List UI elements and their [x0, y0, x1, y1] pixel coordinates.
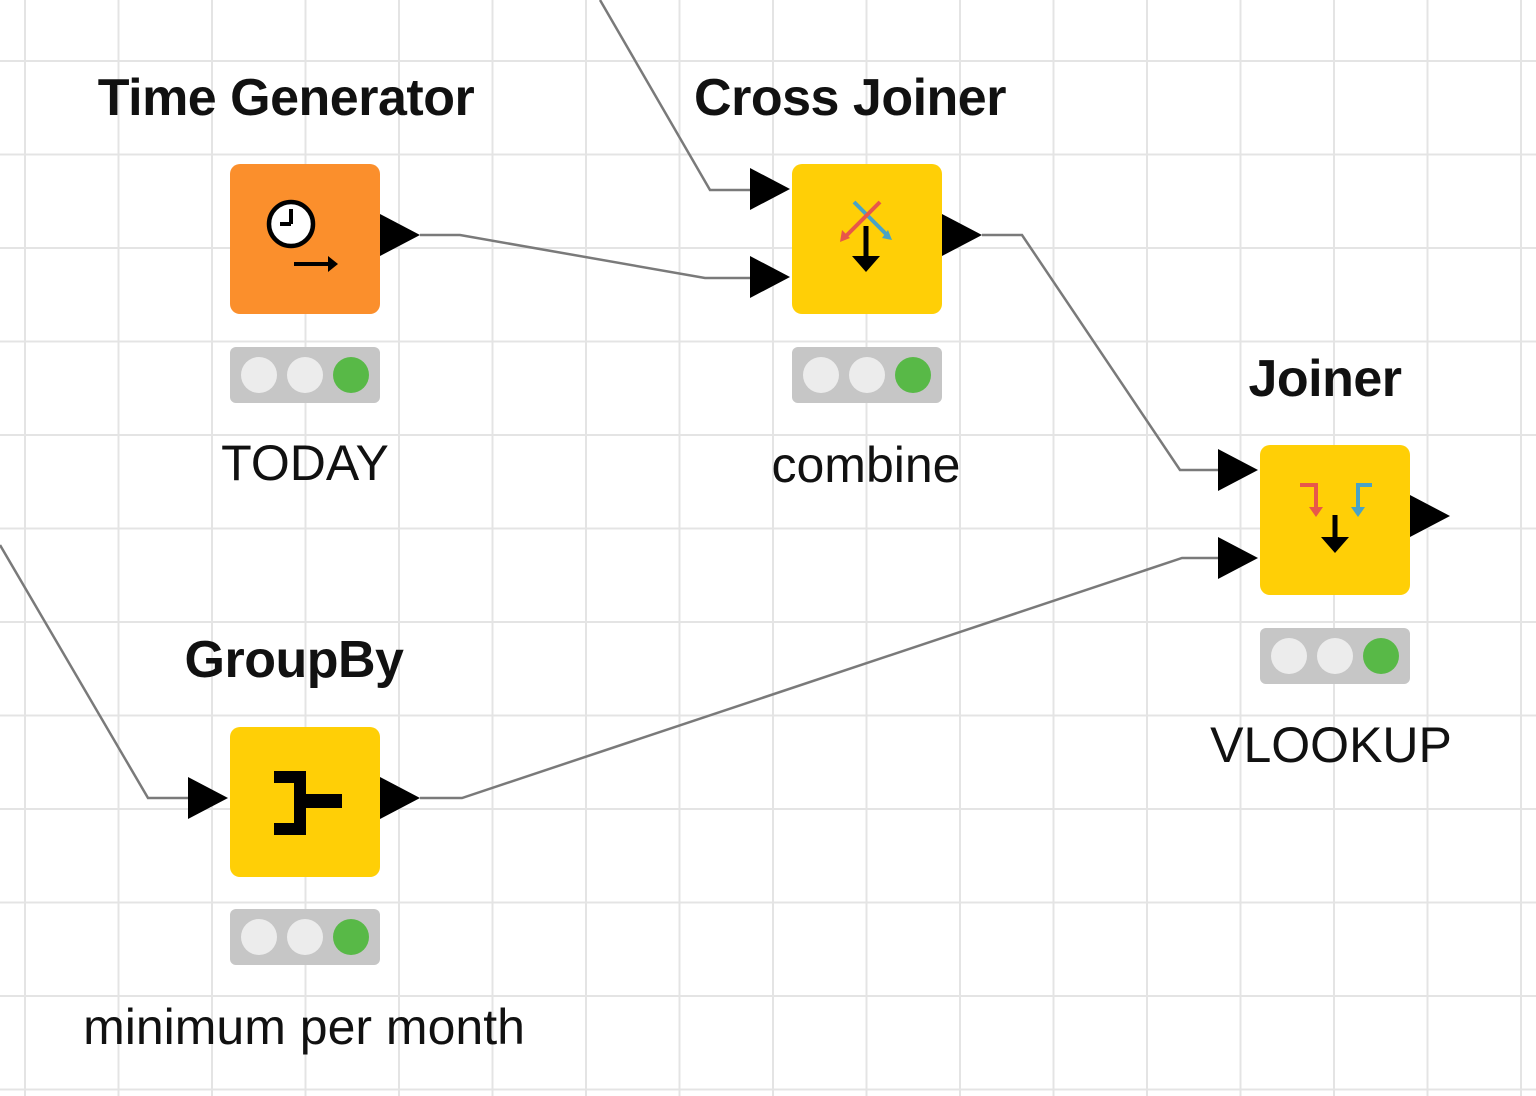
status-light-idle — [241, 919, 277, 955]
input-port-1[interactable] — [1218, 449, 1258, 491]
output-port[interactable] — [380, 214, 420, 256]
output-port[interactable] — [942, 214, 982, 256]
output-port[interactable] — [1410, 495, 1450, 537]
output-port[interactable] — [380, 777, 420, 819]
input-port-1[interactable] — [750, 168, 790, 210]
node-box-groupby[interactable] — [230, 727, 380, 877]
node-title: Joiner — [1248, 350, 1402, 408]
node-label[interactable]: combine — [771, 437, 961, 493]
input-port-2[interactable] — [750, 256, 790, 298]
node-box-cross-joiner[interactable] — [792, 164, 942, 314]
status-light-executed — [1363, 638, 1399, 674]
node-label[interactable]: VLOOKUP — [1210, 717, 1452, 773]
cross-join-icon — [840, 200, 892, 272]
node-title: Cross Joiner — [694, 69, 1006, 127]
status-light-idle — [1317, 638, 1353, 674]
wire-groupby-to-joiner[interactable] — [420, 556, 1218, 800]
status-light-idle — [1271, 638, 1307, 674]
wire-offcanvas-to-cross-joiner[interactable] — [598, 0, 750, 192]
status-light-idle — [803, 357, 839, 393]
status-traffic-light — [230, 347, 380, 403]
status-traffic-light — [792, 347, 942, 403]
status-light-idle — [849, 357, 885, 393]
wire-offcanvas-to-groupby[interactable] — [0, 544, 188, 800]
status-light-idle — [287, 919, 323, 955]
node-label[interactable]: TODAY — [221, 435, 389, 491]
node-label[interactable]: minimum per month — [83, 999, 525, 1055]
status-light-executed — [333, 357, 369, 393]
groupby-icon — [274, 771, 342, 835]
node-box-joiner[interactable] — [1260, 445, 1410, 595]
node-box-time-generator[interactable] — [230, 164, 380, 314]
status-light-executed — [333, 919, 369, 955]
input-port[interactable] — [188, 777, 228, 819]
input-port-2[interactable] — [1218, 537, 1258, 579]
join-icon — [1300, 483, 1372, 553]
clock-arrow-icon — [266, 199, 338, 272]
status-traffic-light — [230, 909, 380, 965]
wire-time-generator-to-cross-joiner[interactable] — [420, 233, 750, 280]
node-title: Time Generator — [97, 69, 475, 127]
status-light-idle — [287, 357, 323, 393]
status-traffic-light — [1260, 628, 1410, 684]
status-light-executed — [895, 357, 931, 393]
wire-cross-joiner-to-joiner[interactable] — [982, 233, 1218, 472]
node-title: GroupBy — [184, 631, 404, 689]
status-light-idle — [241, 357, 277, 393]
